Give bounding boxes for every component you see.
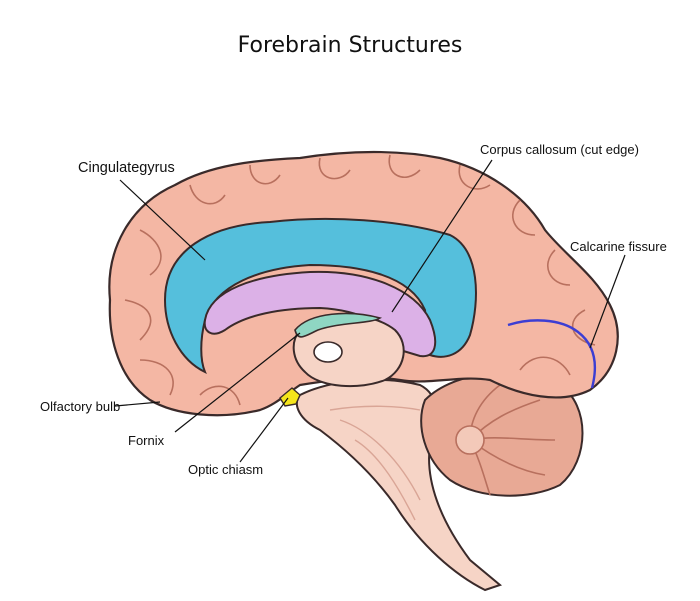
interthalamic-adhesion [313, 341, 343, 363]
leader-lines [114, 159, 626, 463]
cortex-gyri [124, 154, 596, 406]
leader-cingulate [119, 179, 206, 261]
corpus-callosum [203, 270, 437, 358]
leader-fornix [174, 332, 301, 433]
label-optic-chiasm: Optic chiasm [188, 462, 264, 477]
brainstem-texture [329, 405, 421, 521]
label-cingulate-gyrus: Cingulategyrus [78, 160, 175, 176]
label-corpus-callosum: Corpus callosum (cut edge) [480, 142, 639, 157]
leader-optic [239, 397, 289, 463]
fornix [294, 312, 383, 338]
cingulate-gyrus [163, 217, 477, 375]
label-calcarine-fissure: Calcarine fissure [570, 239, 667, 254]
diagram-title: Forebrain Structures [237, 33, 463, 58]
leader-olfactory [114, 401, 161, 407]
calcarine-fissure [507, 319, 597, 389]
leader-calcarine [589, 254, 626, 349]
label-olfactory-bulb: Olfactory bulb [40, 399, 121, 414]
cerebellum-arbor [455, 384, 556, 496]
leader-corpus-callosum [391, 159, 493, 313]
brainstem [295, 378, 503, 592]
label-fornix: Fornix [128, 433, 165, 448]
